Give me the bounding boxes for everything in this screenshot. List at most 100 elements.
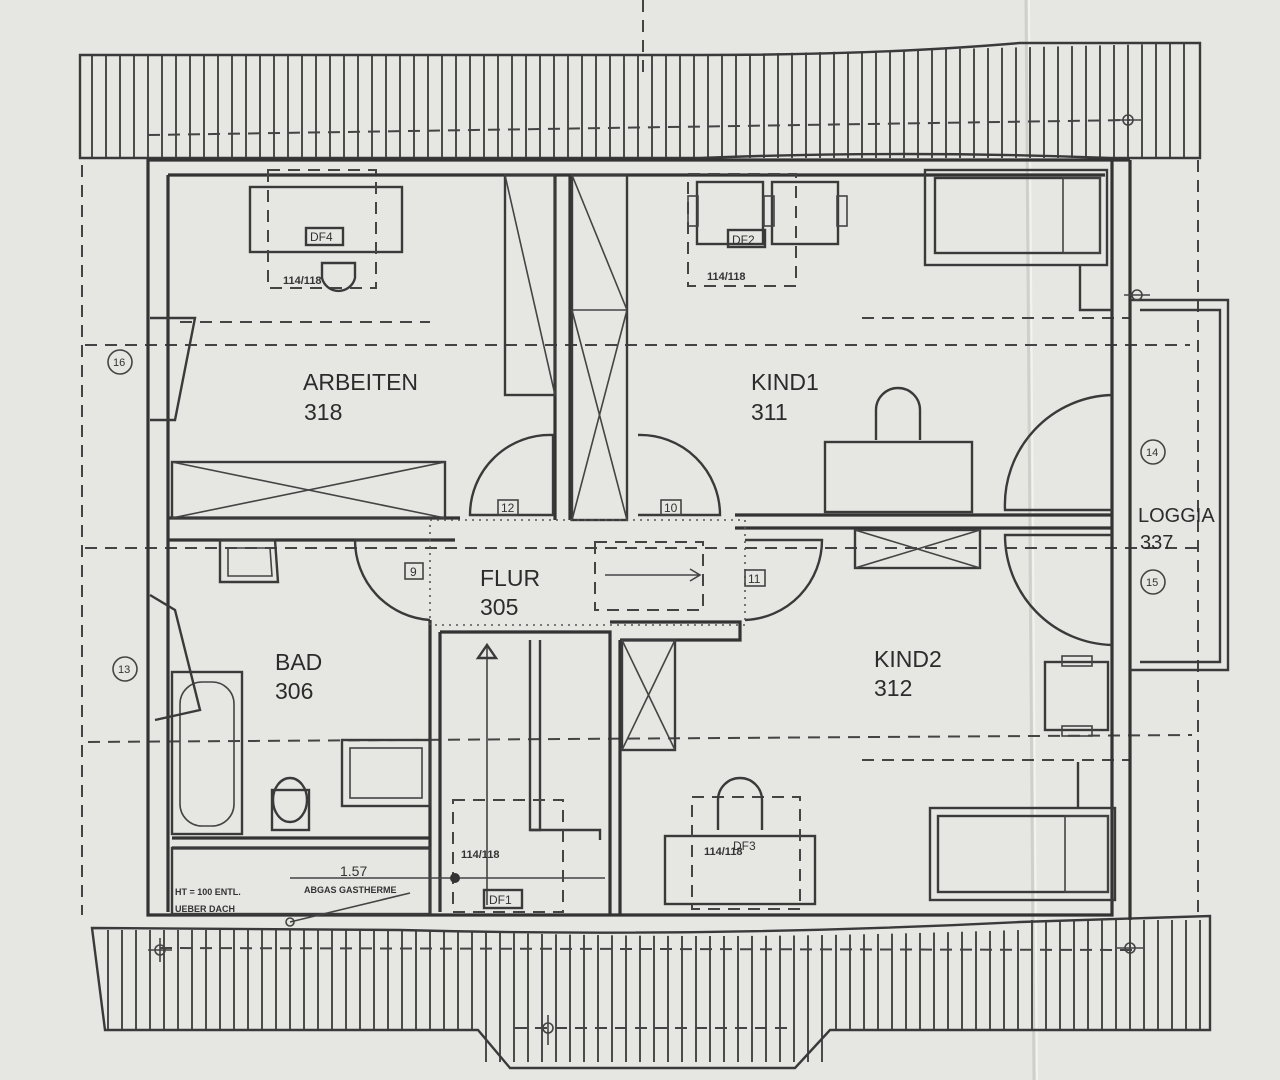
skylight-df3 bbox=[691, 796, 801, 910]
room-number-kind1: 311 bbox=[751, 399, 788, 425]
bathtub bbox=[170, 670, 244, 836]
wall-flur-kind2 bbox=[610, 620, 742, 642]
skylight-df2 bbox=[687, 173, 797, 287]
room-number-kind2: 312 bbox=[874, 675, 912, 701]
crosshair-bottom-left bbox=[148, 938, 172, 962]
skylight-df4 bbox=[267, 169, 377, 289]
axis-marker-16: 16 bbox=[113, 357, 125, 369]
df1-label-box bbox=[482, 888, 524, 910]
door-loggia-lower bbox=[1003, 533, 1113, 647]
axis-marker-circle-15 bbox=[1140, 569, 1166, 595]
room-name-loggia: LOGGIA bbox=[1138, 505, 1215, 527]
wall-arbeiten-bad bbox=[168, 516, 460, 542]
wall-stair-shaft bbox=[440, 630, 612, 915]
desk-kind2 bbox=[663, 834, 817, 906]
loggia-outline bbox=[1130, 298, 1230, 672]
chair-arbeiten bbox=[320, 261, 357, 293]
stair-rail bbox=[528, 640, 542, 832]
dimension-label: 1.57 bbox=[340, 863, 367, 879]
note-abgas: ABGAS GASTHERME bbox=[304, 885, 397, 895]
room-name-kind2: KIND2 bbox=[874, 646, 942, 672]
room-name-bad: BAD bbox=[275, 649, 322, 675]
armchair-kind1 bbox=[687, 180, 848, 246]
wardrobe-arbeiten-tall bbox=[503, 173, 557, 397]
df4-label-box bbox=[304, 226, 345, 247]
wall-bad-bottom bbox=[172, 836, 430, 850]
bed-kind2 bbox=[928, 806, 1117, 902]
window-label-df2: DF2 bbox=[732, 233, 755, 247]
df2-label-box bbox=[726, 228, 767, 249]
room-number-loggia: 337 bbox=[1140, 532, 1173, 554]
room-name-flur: FLUR bbox=[480, 565, 540, 591]
technical-room bbox=[170, 846, 432, 916]
crosshair-bottom-right bbox=[1117, 935, 1143, 961]
dresser-kind2 bbox=[853, 528, 982, 570]
chair-kind2 bbox=[716, 776, 764, 830]
room-number-arbeiten: 318 bbox=[304, 399, 342, 425]
door-loggia-upper bbox=[1003, 393, 1113, 512]
attic-hatch bbox=[594, 541, 704, 611]
room-name-kind1: KIND1 bbox=[751, 369, 819, 395]
washbasin bbox=[218, 538, 280, 584]
door-number-box-11 bbox=[744, 569, 766, 587]
flue-exit bbox=[285, 917, 295, 927]
wardrobe-kind1 bbox=[570, 173, 629, 522]
window-size-df3: 114/118 bbox=[704, 846, 743, 858]
roof-rafters-bottom bbox=[107, 920, 1201, 1062]
wall-bad-shaft bbox=[428, 620, 442, 915]
wall-kind1-kind2 bbox=[735, 513, 1112, 530]
axis-marker-14: 14 bbox=[1146, 447, 1158, 459]
door-number-9: 9 bbox=[410, 565, 417, 579]
roof-eave-top bbox=[78, 41, 1202, 160]
roof-rafters-top bbox=[91, 43, 1185, 158]
skylight-df1 bbox=[452, 799, 564, 913]
outer-wall bbox=[146, 158, 1114, 917]
armchair-kind2 bbox=[1043, 655, 1110, 737]
flur-outline bbox=[429, 519, 746, 626]
window-label-df3: DF3 bbox=[733, 839, 756, 853]
axis-marker-15: 15 bbox=[1146, 577, 1158, 589]
door-number-10: 10 bbox=[664, 501, 678, 515]
door-bad bbox=[149, 593, 202, 722]
room-number-bad: 306 bbox=[275, 678, 313, 704]
bed-kind1 bbox=[923, 168, 1109, 267]
toilet bbox=[270, 776, 311, 832]
door-number-11: 11 bbox=[748, 572, 761, 586]
flue-point bbox=[450, 873, 460, 883]
room-number-flur: 305 bbox=[480, 594, 518, 620]
note-ueber-dach-2: UEBER DACH bbox=[175, 904, 235, 914]
wall-arbeiten-kind1 bbox=[553, 175, 572, 520]
loggia-inner bbox=[1140, 308, 1222, 664]
stair-arrow bbox=[475, 642, 499, 905]
axis-marker-bottom bbox=[542, 1015, 554, 1045]
window-label-df4: DF4 bbox=[310, 230, 333, 244]
crosshair-top-right bbox=[1115, 107, 1141, 133]
door-11 bbox=[744, 538, 824, 622]
desk-arbeiten bbox=[248, 185, 404, 254]
axis-marker-13: 13 bbox=[118, 664, 130, 676]
flue-pipe bbox=[289, 892, 411, 923]
wardrobe-kind2 bbox=[620, 638, 677, 752]
door-number-12: 12 bbox=[501, 501, 515, 515]
note-ueber-dach-1: HT = 100 ENTL. bbox=[175, 887, 241, 897]
window-size-df1: 114/118 bbox=[461, 849, 500, 861]
door-arbeiten-left bbox=[150, 316, 197, 422]
door-number-box-10 bbox=[660, 499, 682, 516]
door-number-box-9 bbox=[404, 562, 424, 580]
crosshair-right-mid bbox=[1124, 289, 1150, 301]
roof-eave-bottom bbox=[90, 914, 1212, 1070]
axis-marker-circle-14 bbox=[1140, 439, 1166, 465]
door-10 bbox=[637, 433, 722, 517]
room-name-arbeiten: ARBEITEN bbox=[303, 369, 418, 395]
desk-kind1 bbox=[823, 440, 974, 514]
nightstand-kind1 bbox=[1078, 265, 1112, 312]
stair-rail-bottom bbox=[530, 828, 602, 840]
axis-marker-circle-16 bbox=[107, 349, 133, 375]
dashed-line-lower bbox=[87, 734, 1193, 743]
door-12 bbox=[468, 433, 555, 517]
window-label-df1: DF1 bbox=[489, 893, 512, 907]
window-size-df4: 114/118 bbox=[283, 275, 322, 287]
door-number-box-12 bbox=[497, 499, 519, 516]
shower bbox=[340, 738, 432, 808]
